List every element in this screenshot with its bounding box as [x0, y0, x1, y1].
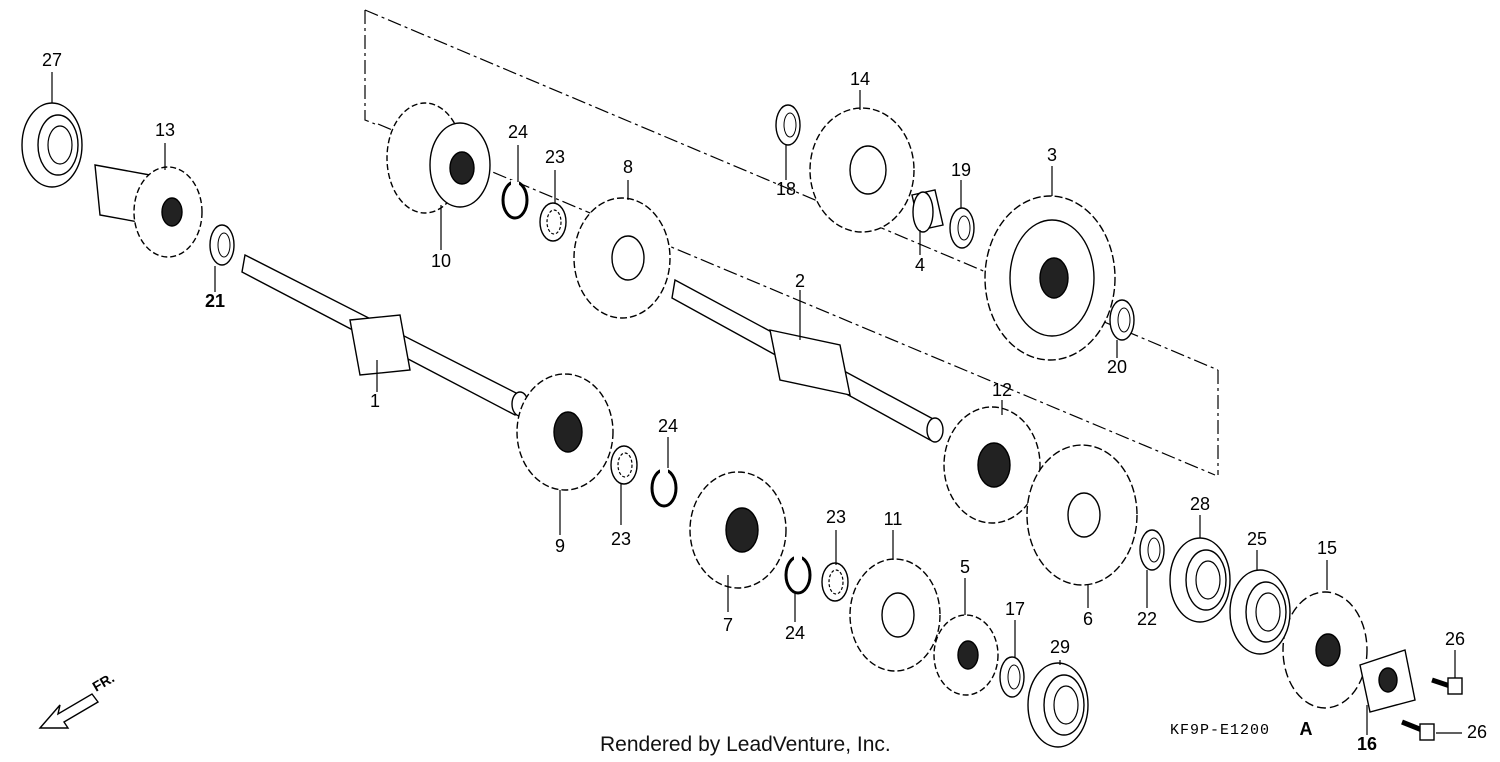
callout-19: 19 [951, 160, 971, 180]
counter-shaft [671, 278, 944, 443]
main-shaft [241, 253, 529, 417]
callout-7: 7 [723, 615, 733, 635]
callout-16: 16 [1357, 734, 1377, 754]
callout-10: 10 [431, 251, 451, 271]
bolt-26b [1401, 719, 1435, 741]
callout-13: 13 [155, 120, 175, 140]
callout-22: 22 [1137, 609, 1157, 629]
bolt-26a [1431, 677, 1463, 695]
callout-23b: 23 [611, 529, 631, 549]
gear-7 [689, 471, 787, 589]
bearing-27 [21, 102, 83, 188]
front-direction-arrow-icon [38, 693, 100, 729]
callout-21: 21 [205, 291, 225, 311]
diagram-code-suffix: A [1300, 719, 1313, 739]
callout-23a: 23 [545, 147, 565, 167]
gear-13 [94, 164, 203, 258]
callout-15: 15 [1317, 538, 1337, 558]
callout-28: 28 [1190, 494, 1210, 514]
gear-6 [1026, 444, 1138, 586]
countershaft-group-outline-top [364, 9, 1219, 371]
callout-20: 20 [1107, 357, 1127, 377]
gear-8 [573, 197, 671, 319]
callout-6: 6 [1083, 609, 1093, 629]
circlip-24b [650, 466, 678, 508]
callout-24b: 24 [658, 416, 678, 436]
callout-8: 8 [623, 157, 633, 177]
front-direction-label: FR. [90, 669, 118, 694]
callout-24c: 24 [785, 623, 805, 643]
spline-washer-23b [610, 445, 638, 485]
callout-26b: 26 [1467, 722, 1487, 742]
washer-20 [1109, 299, 1135, 341]
callout-9: 9 [555, 536, 565, 556]
bearing-25 [1229, 569, 1291, 655]
gear-3 [984, 195, 1116, 361]
spline-washer-23c [821, 562, 849, 602]
leader-lines [51, 72, 1462, 735]
gear-11 [849, 558, 941, 672]
callout-3: 3 [1047, 145, 1057, 165]
gear-10 [386, 102, 491, 214]
callout-1: 1 [370, 391, 380, 411]
callout-25: 25 [1247, 529, 1267, 549]
washer-22 [1139, 529, 1165, 571]
sprocket-plate-16 [1359, 649, 1416, 713]
callout-12: 12 [992, 380, 1012, 400]
callout-11: 11 [884, 509, 903, 529]
render-credit: Rendered by LeadVenture, Inc. [600, 733, 891, 756]
circlip-24a [501, 178, 529, 220]
countershaft-group-outline [364, 10, 376, 125]
bearing-29 [1027, 662, 1089, 748]
washer-21 [209, 224, 235, 266]
callout-24a: 24 [508, 122, 528, 142]
callout-18: 18 [776, 179, 796, 199]
callout-29: 29 [1050, 637, 1070, 657]
spline-washer-23a [539, 202, 567, 242]
callout-14: 14 [850, 69, 870, 89]
diagram-code: KF9P-E1200 [1170, 722, 1270, 739]
callout-5: 5 [960, 557, 970, 577]
bushing-4 [911, 189, 944, 233]
washer-18 [775, 104, 801, 146]
gear-9 [516, 373, 614, 491]
callout-17: 17 [1005, 599, 1025, 619]
callout-4: 4 [915, 255, 925, 275]
sprocket-15 [1282, 591, 1368, 709]
callout-2: 2 [795, 271, 805, 291]
bearing-28 [1169, 537, 1231, 623]
callout-23c: 23 [826, 507, 846, 527]
gear-5 [933, 614, 999, 696]
callout-27: 27 [42, 50, 62, 70]
washer-17 [999, 656, 1025, 698]
callout-26a: 26 [1445, 629, 1465, 649]
washer-19 [949, 207, 975, 249]
circlip-24c [784, 553, 812, 595]
gear-14 [809, 107, 915, 233]
gear-12 [943, 406, 1041, 524]
